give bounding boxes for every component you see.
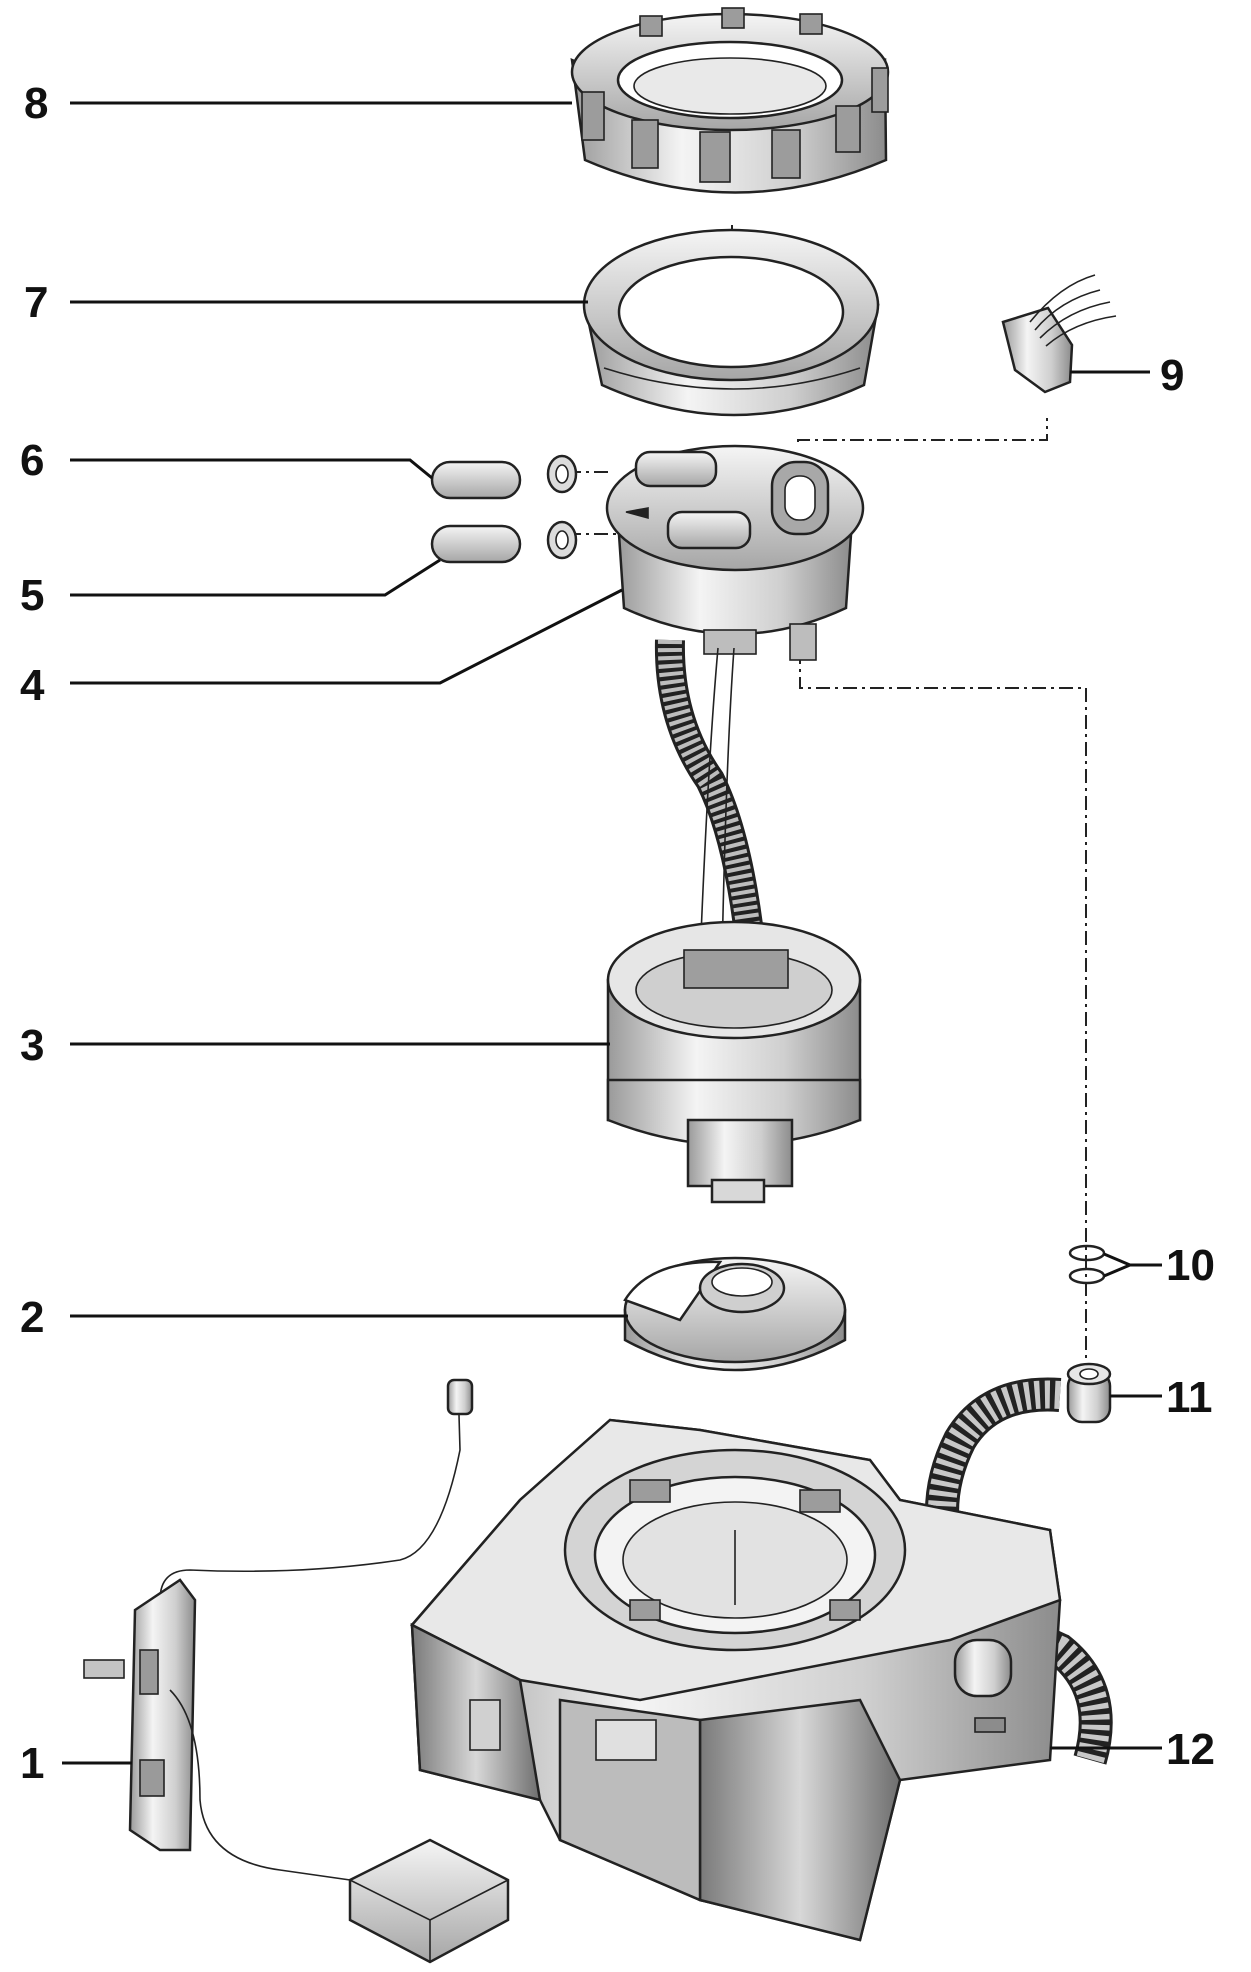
part-2-disc [623,1256,847,1372]
part-3-pump-housing [606,920,862,1204]
callout-3: 3 [20,1021,44,1070]
leader-lines [62,101,1162,1765]
part-12-lower-housing [410,1418,1062,1942]
callout-9: 9 [1160,351,1184,400]
callout-6: 6 [20,436,44,485]
callout-2: 2 [20,1293,44,1342]
callout-1: 1 [20,1739,44,1788]
part-5-hose [430,524,522,564]
callout-5: 5 [20,571,44,620]
callout-4: 4 [20,661,45,710]
callout-7: 7 [24,278,48,327]
part-4-flange [605,444,865,661]
callout-numbers: 8 7 9 6 5 4 3 2 10 11 1 12 [20,79,1215,1788]
part-1-level-sender [83,1378,510,1964]
callout-8: 8 [24,79,48,128]
callout-11: 11 [1166,1373,1213,1422]
hose-clips [546,454,578,560]
callout-12: 12 [1166,1725,1215,1774]
part-9-connector [1001,274,1117,394]
callout-10: 10 [1166,1241,1215,1290]
part-8-locking-ring [570,7,890,194]
part-6-hose [430,460,522,500]
part-7-seal [582,228,880,417]
wiring-and-hose [654,639,767,962]
